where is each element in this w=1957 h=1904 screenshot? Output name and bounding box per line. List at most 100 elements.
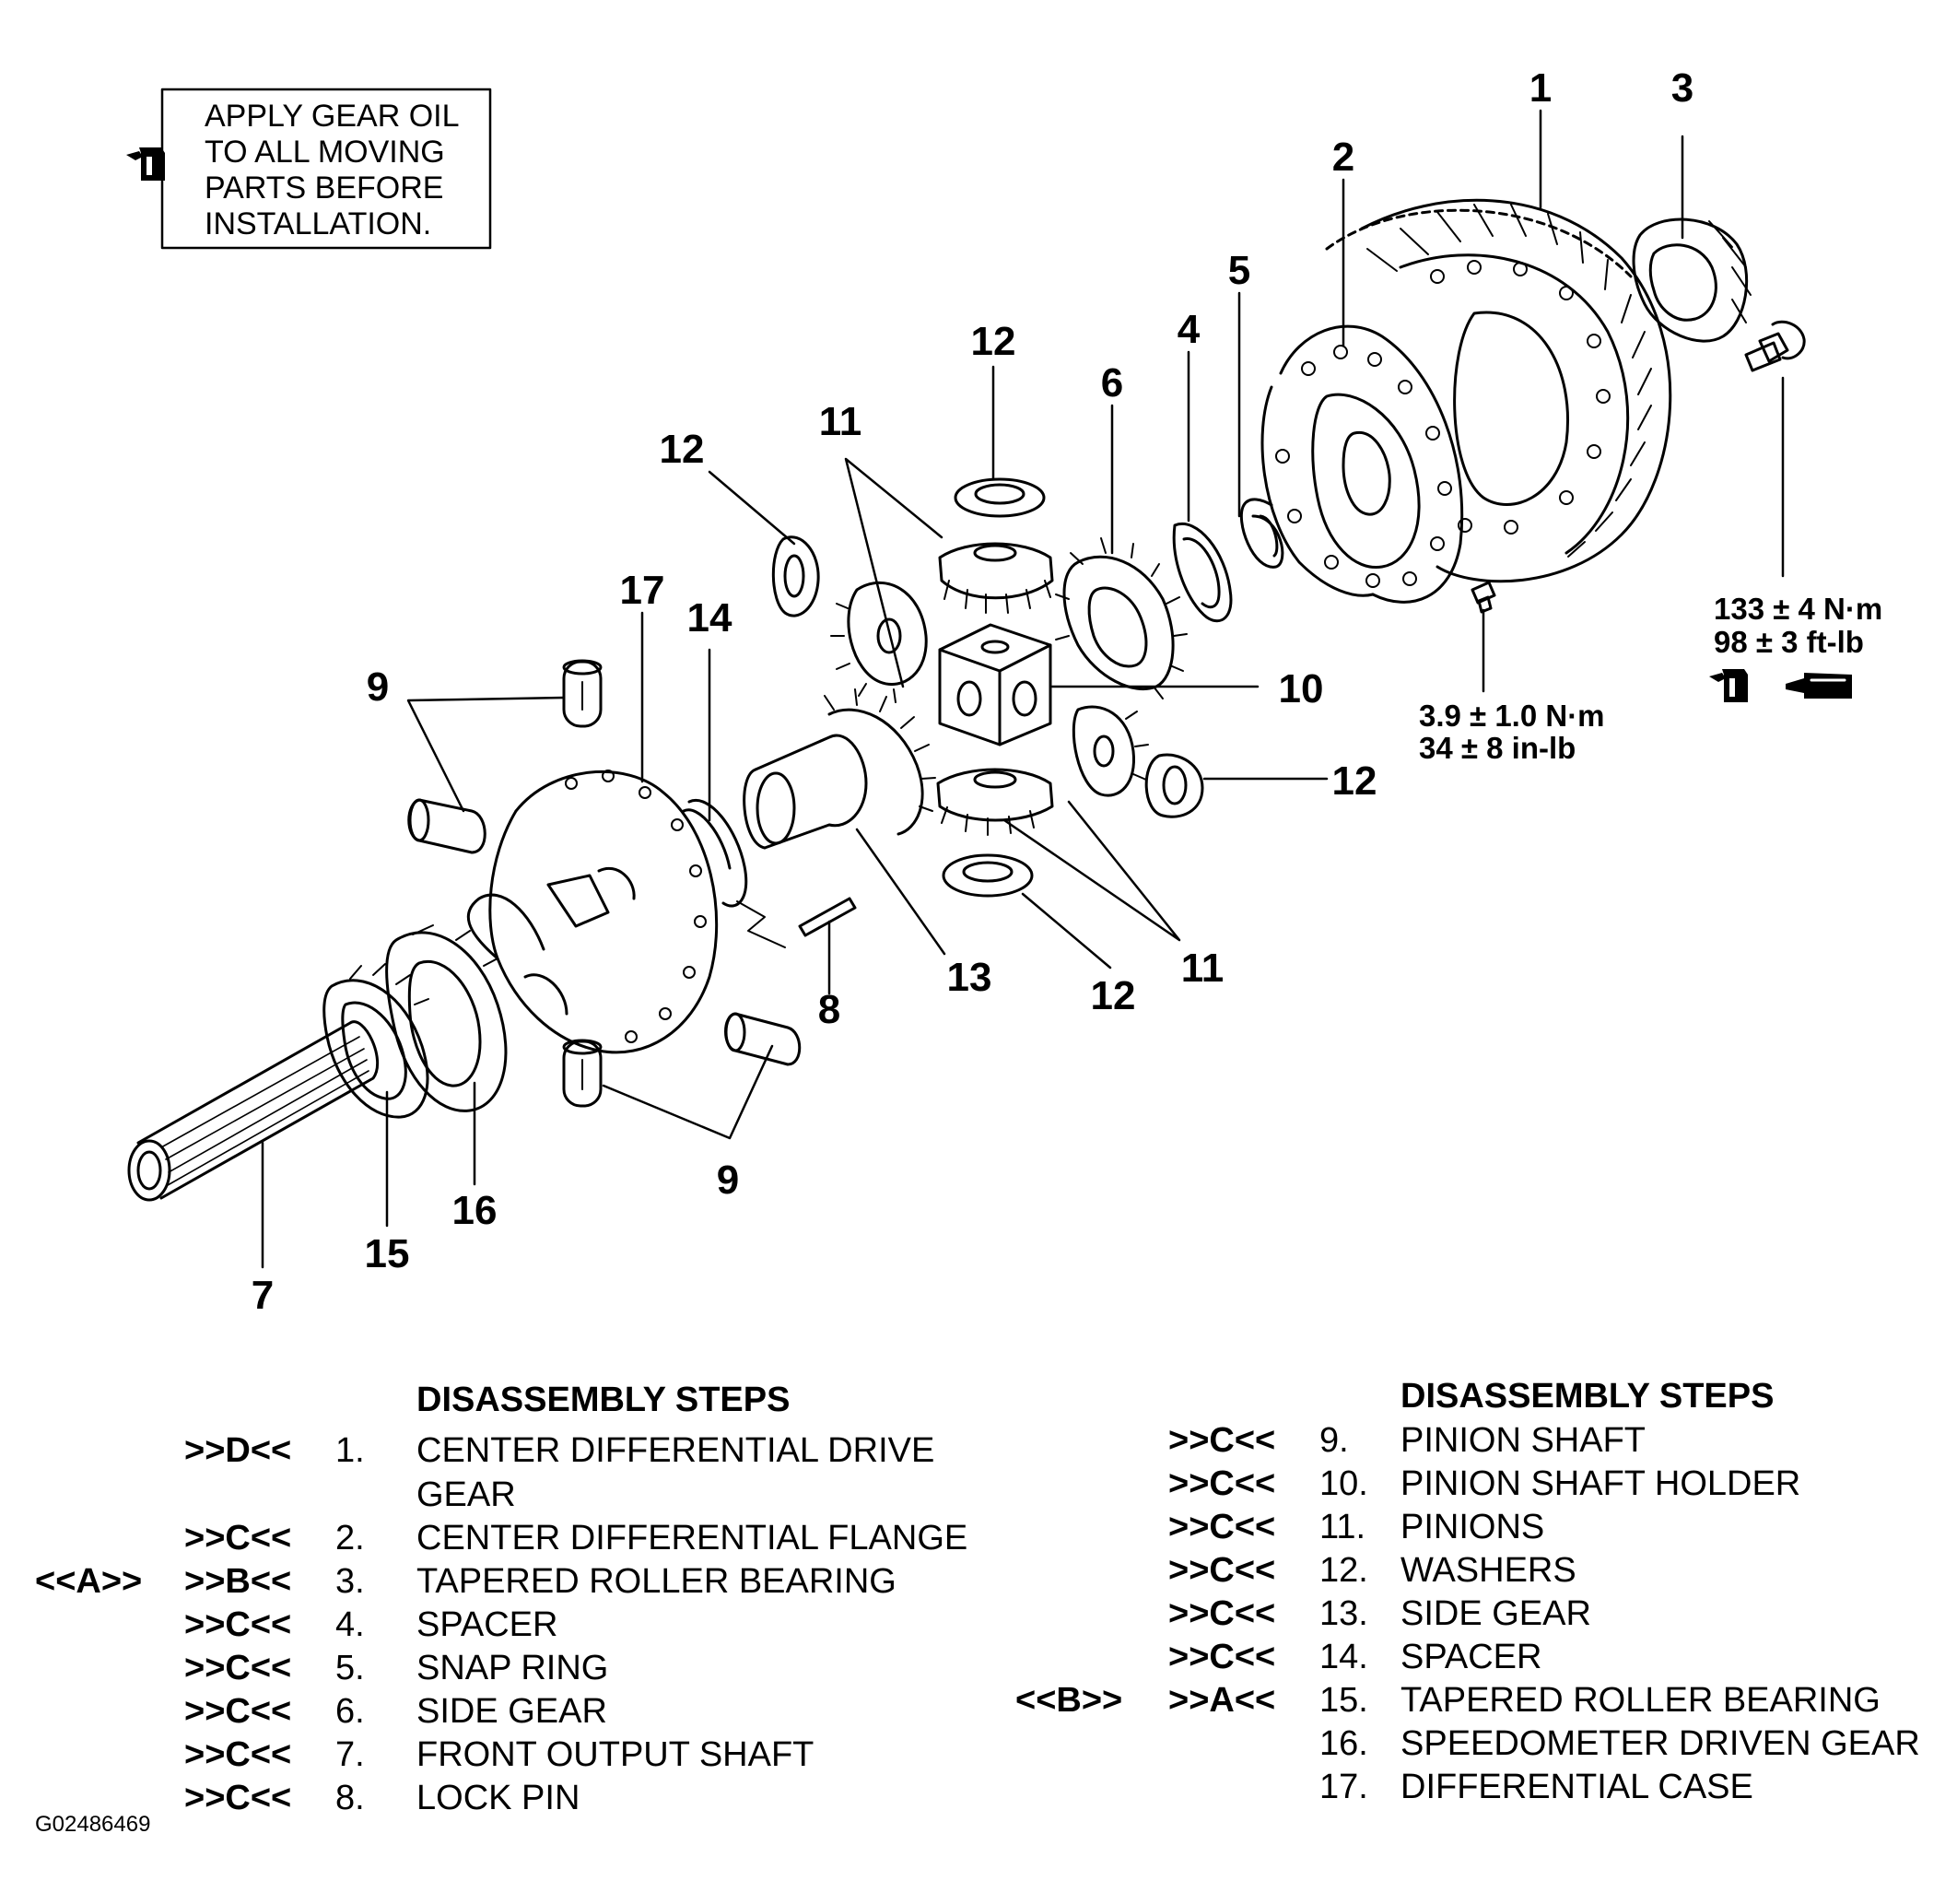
flange-bolt-large [1744, 320, 1806, 372]
callout-11-lower: 11 [1181, 946, 1225, 991]
step-right-7-name: SPEEDOMETER DRIVEN GEAR [1400, 1724, 1920, 1763]
washer-right [1144, 753, 1204, 818]
step-right-6-inst: <<B>> [1015, 1681, 1123, 1720]
callout-8: 8 [818, 987, 840, 1032]
step-left-5-num: 5. [335, 1649, 365, 1687]
side-gear-right [1055, 537, 1188, 699]
step-right-4-dis: >>C<< [1168, 1594, 1276, 1633]
step-left-2-name: CENTER DIFFERENTIAL FLANGE [416, 1519, 968, 1557]
step-right-1-num: 10. [1319, 1464, 1368, 1503]
pinion-shaft-bottom-right [724, 1012, 802, 1066]
torque-large-metric: 133 ± 4 N·m [1714, 592, 1882, 626]
step-right-4-num: 13. [1319, 1594, 1368, 1633]
step-left-0-name: CENTER DIFFERENTIAL DRIVE [416, 1431, 935, 1470]
step-right-6-dis: >>A<< [1168, 1681, 1276, 1720]
lock-pin [798, 897, 857, 937]
drive-gear [1325, 198, 1672, 583]
step-left-1-name: GEAR [416, 1475, 516, 1514]
step-left-2-dis: >>C<< [184, 1519, 292, 1557]
step-right-2-name: PINIONS [1400, 1508, 1545, 1546]
step-left-8-num: 8. [335, 1779, 365, 1817]
steps-right-header: DISASSEMBLY STEPS [1400, 1377, 1775, 1416]
callout-17: 17 [620, 568, 665, 613]
step-right-6-num: 15. [1319, 1681, 1368, 1720]
step-left-2-num: 2. [335, 1519, 365, 1557]
oil-can-icon [1709, 669, 1748, 702]
torque-large-imperial: 98 ± 3 ft-lb [1714, 625, 1864, 659]
step-left-6-num: 6. [335, 1692, 365, 1731]
oil-can-icon [126, 147, 165, 181]
steps-left-header: DISASSEMBLY STEPS [416, 1381, 791, 1419]
pinion-shaft-holder [938, 623, 1052, 746]
step-right-2-num: 11. [1319, 1508, 1366, 1546]
step-right-1-dis: >>C<< [1168, 1464, 1276, 1503]
callout-12-left: 12 [660, 427, 705, 472]
note-box: APPLY GEAR OIL TO ALL MOVING PARTS BEFOR… [160, 88, 492, 250]
step-right-1-name: PINION SHAFT HOLDER [1400, 1464, 1801, 1503]
step-right-6-name: TAPERED ROLLER BEARING [1400, 1681, 1881, 1720]
sealant-tube-icon [1786, 673, 1852, 699]
step-right-0-num: 9. [1319, 1421, 1349, 1460]
step-left-3-num: 3. [335, 1562, 365, 1601]
callout-5: 5 [1228, 248, 1250, 293]
step-left-8-name: LOCK PIN [416, 1779, 580, 1817]
step-left-0-num: 1. [335, 1431, 365, 1470]
center-differential-flange [1260, 324, 1464, 604]
callout-9-lower: 9 [717, 1158, 739, 1203]
figure-id: G02486469 [35, 1812, 151, 1837]
callout-11-upper: 11 [819, 399, 862, 444]
callout-12-right: 12 [1332, 758, 1377, 804]
pinion-top [938, 542, 1054, 614]
step-left-3-inst: <<A>> [35, 1562, 143, 1601]
torque-small-imperial: 34 ± 8 in-lb [1419, 731, 1576, 765]
pinion-right [1072, 705, 1149, 797]
step-right-0-name: PINION SHAFT [1400, 1421, 1646, 1460]
pinion-left [830, 581, 928, 703]
tapered-roller-bearing-right [1632, 217, 1752, 343]
step-right-3-name: WASHERS [1400, 1551, 1576, 1590]
callout-6: 6 [1101, 360, 1123, 405]
pinion-shaft-left [407, 798, 486, 854]
callout-7: 7 [252, 1273, 274, 1318]
spacer-ring-right [1172, 522, 1233, 623]
flange-bolt-small [1471, 581, 1496, 614]
pinion-bottom [936, 768, 1054, 836]
callout-3: 3 [1671, 65, 1693, 111]
callout-2: 2 [1332, 135, 1354, 180]
torque-small-metric: 3.9 ± 1.0 N·m [1419, 699, 1605, 733]
washer-bottom [942, 853, 1034, 898]
callout-1: 1 [1529, 65, 1552, 111]
callout-13: 13 [947, 955, 992, 1000]
step-right-3-dis: >>C<< [1168, 1551, 1276, 1590]
callout-14: 14 [687, 595, 732, 641]
step-right-7-num: 16. [1319, 1724, 1368, 1763]
step-right-0-dis: >>C<< [1168, 1421, 1276, 1460]
washer-left [771, 535, 820, 617]
snap-ring [1239, 498, 1284, 569]
leader-lines [261, 109, 1785, 1269]
pinion-shaft-bottom [562, 1039, 603, 1108]
step-left-6-name: SIDE GEAR [416, 1692, 607, 1731]
washer-top [954, 477, 1046, 518]
step-left-4-num: 4. [335, 1605, 365, 1644]
callout-15: 15 [365, 1231, 410, 1276]
differential-case [466, 770, 719, 1054]
front-output-shaft [127, 1020, 380, 1202]
step-left-8-dis: >>C<< [184, 1779, 292, 1817]
step-left-3-name: TAPERED ROLLER BEARING [416, 1562, 896, 1601]
callout-12-bottom: 12 [1091, 973, 1136, 1018]
step-right-3-num: 12. [1319, 1551, 1368, 1590]
step-right-5-dis: >>C<< [1168, 1638, 1276, 1676]
step-left-6-dis: >>C<< [184, 1692, 292, 1731]
side-gear-left [743, 688, 936, 850]
step-right-8-num: 17. [1319, 1768, 1368, 1806]
step-left-3-dis: >>B<< [184, 1562, 292, 1601]
step-right-8-name: DIFFERENTIAL CASE [1400, 1768, 1753, 1806]
callout-16: 16 [452, 1188, 498, 1233]
step-right-2-dis: >>C<< [1168, 1508, 1276, 1546]
pinion-shaft-top [562, 659, 603, 728]
step-right-5-num: 14. [1319, 1638, 1368, 1676]
step-left-4-name: SPACER [416, 1605, 558, 1644]
tapered-roller-bearing-left [322, 963, 429, 1119]
